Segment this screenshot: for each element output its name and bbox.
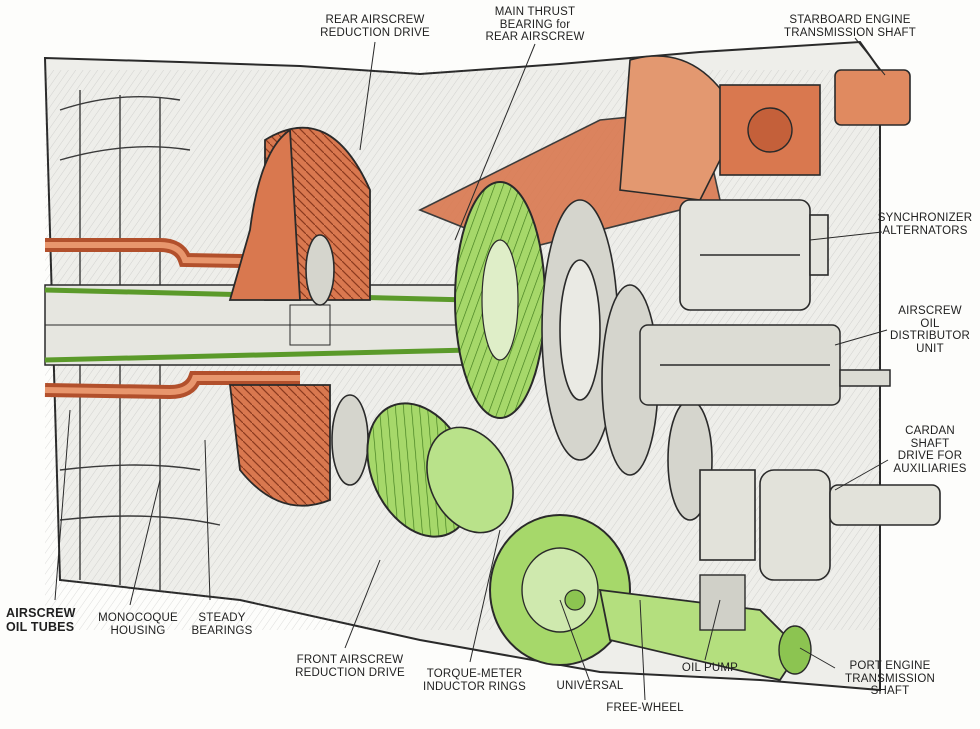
label-torque-meter-inductor-rings: TORQUE-METER INDUCTOR RINGS [423, 668, 526, 693]
label-oil-pump: OIL PUMP [681, 662, 739, 674]
label-cardan-shaft-drive: CARDAN SHAFT DRIVE FOR AUXILIARIES [893, 425, 967, 475]
label-synchronizer-alternators: SYNCHRONIZER ALTERNATORS [877, 212, 973, 237]
rear-reduction-gear [228, 126, 371, 507]
front-reduction-gear [366, 402, 514, 538]
label-airscrew-oil-tubes: AIRSCREW OIL TUBES [6, 606, 76, 634]
label-universal: UNIVERSAL [556, 680, 624, 692]
label-airscrew-oil-distributor-unit: AIRSCREW OIL DISTRIBUTOR UNIT [890, 305, 970, 355]
leader-lines [54, 37, 889, 701]
label-front-airscrew-reduction-drive: FRONT AIRSCREW REDUCTION DRIVE [295, 654, 405, 679]
label-port-engine-transmission-shaft: PORT ENGINE TRANSMISSION SHAFT [845, 660, 935, 697]
cardan-shaft-drive [699, 469, 941, 581]
airscrew-oil-tubes [44, 238, 301, 400]
oil-distributor-unit [639, 324, 891, 406]
label-main-thrust-bearing: MAIN THRUST BEARING for REAR AIRSCREW [485, 6, 585, 43]
synchronizer-alternators [679, 199, 829, 311]
label-steady-bearings: STEADY BEARINGS [191, 612, 253, 637]
port-engine-shaft [489, 514, 812, 682]
label-rear-airscrew-reduction-drive: REAR AIRSCREW REDUCTION DRIVE [320, 14, 430, 39]
label-starboard-engine-transmission-shaft: STARBOARD ENGINE TRANSMISSION SHAFT [783, 14, 917, 39]
label-monocoque-housing: MONOCOQUE HOUSING [98, 612, 178, 637]
main-thrust-green-gear [454, 181, 546, 419]
label-free-wheel: FREE-WHEEL [606, 702, 684, 714]
oil-pump [699, 574, 746, 631]
